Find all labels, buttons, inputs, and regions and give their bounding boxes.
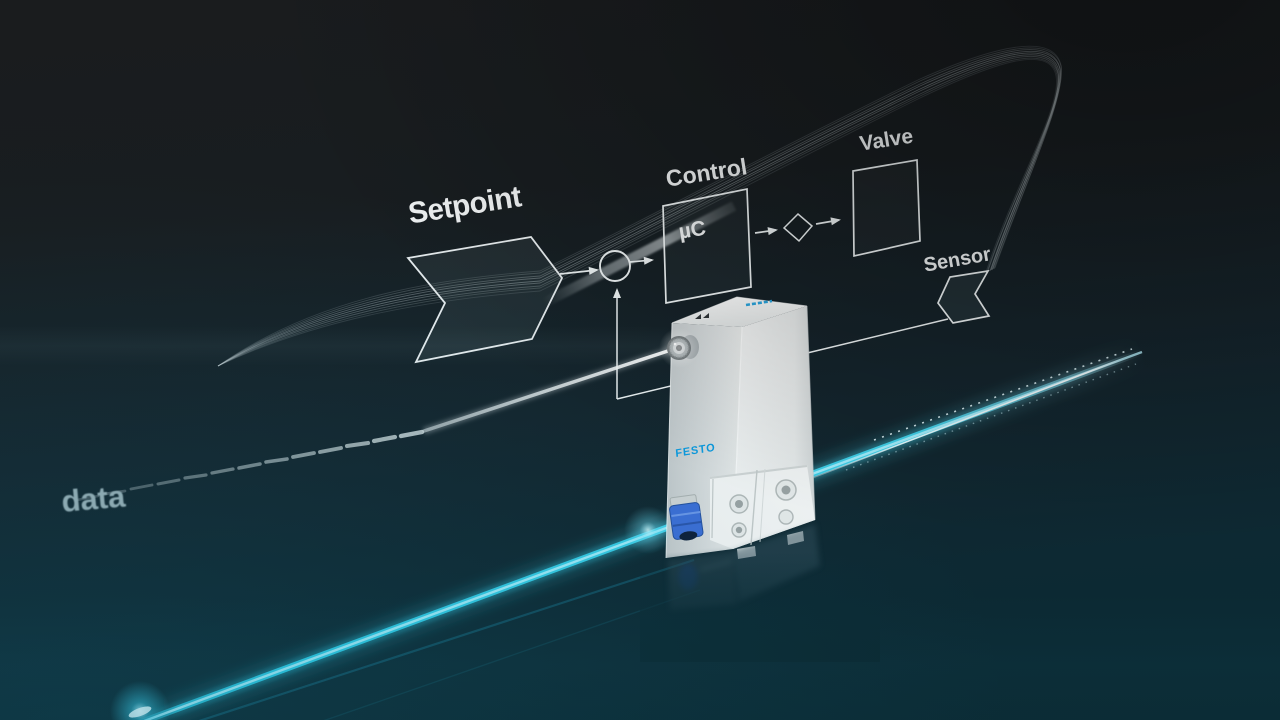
beam-white-core bbox=[759, 357, 1126, 499]
diamond-to-valve-arrow bbox=[815, 217, 841, 226]
sensor-block bbox=[937, 269, 991, 324]
data-beam bbox=[75, 344, 679, 502]
control-to-diamond-arrow bbox=[754, 227, 778, 236]
summing-junction bbox=[599, 250, 631, 282]
beam-flare bbox=[624, 506, 672, 554]
flow-direction-icon bbox=[695, 313, 709, 319]
sum-to-control-arrow bbox=[629, 256, 654, 265]
push-in-fitting bbox=[669, 494, 704, 541]
microcontroller-label: µC bbox=[677, 216, 708, 244]
setpoint-arrow bbox=[406, 236, 564, 364]
signal-diamond bbox=[782, 212, 814, 243]
setpoint-to-sum-arrow bbox=[559, 266, 599, 275]
beam-floor-reflection bbox=[198, 558, 695, 720]
ribbon-band bbox=[541, 201, 737, 308]
beam-flare-core bbox=[128, 706, 152, 718]
festo-device bbox=[659, 296, 816, 559]
beam-flare-origin bbox=[110, 681, 170, 720]
valve-block bbox=[852, 158, 921, 258]
connector-glow bbox=[659, 328, 699, 368]
data-label: data bbox=[60, 478, 127, 519]
swoosh-ribbon bbox=[217, 45, 1062, 367]
device-type-label bbox=[745, 299, 773, 307]
data-dashes bbox=[75, 429, 425, 502]
reflection-fade bbox=[640, 552, 880, 662]
m8-connector-icon bbox=[659, 328, 699, 368]
beam-floor-reflection-2 bbox=[323, 589, 701, 720]
control-block bbox=[662, 187, 752, 305]
beam-dotted-line bbox=[873, 348, 1133, 441]
device-top-face bbox=[672, 297, 807, 327]
